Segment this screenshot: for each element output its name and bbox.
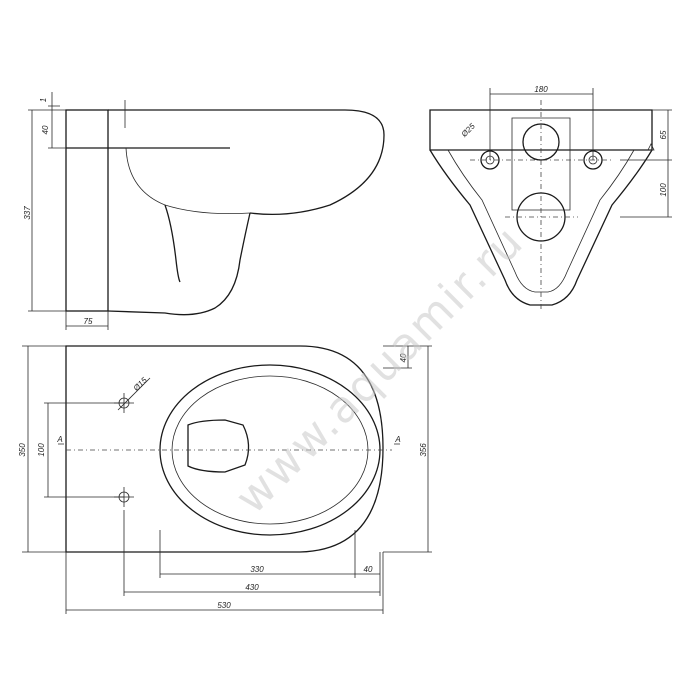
top-view: Ø15 100 350 A A 356 40 330 40 430 530 <box>18 345 432 614</box>
dim-inner-330-line <box>159 530 356 578</box>
dim-inner-330-label: 330 <box>250 565 264 574</box>
dim-inner-40-label: 40 <box>364 565 373 574</box>
dim-430-line <box>123 510 381 596</box>
dim-height-label: 337 <box>23 206 32 220</box>
dim-total-width-line <box>22 345 66 553</box>
back-body-inner <box>447 149 635 293</box>
back-arrow-marker <box>647 143 655 151</box>
dim-height-line <box>28 109 66 312</box>
dim-right-height-line <box>383 345 432 553</box>
dim-rim-label: 40 <box>41 125 50 134</box>
dim-rim-line <box>48 110 66 149</box>
waste-opening <box>187 419 250 473</box>
dim-length-530-label: 530 <box>217 601 231 610</box>
bowl-outer <box>65 345 384 553</box>
dim-length-530-line <box>65 552 384 614</box>
basin-curve <box>125 147 251 215</box>
wall-plate <box>65 109 109 312</box>
dim-bottom-label: 75 <box>84 317 93 326</box>
dim-holes-vertical-line <box>44 402 124 498</box>
dim-right-lines <box>620 109 672 218</box>
trap-right <box>107 212 251 316</box>
dim-top-small-label: 1 <box>39 98 48 102</box>
dim-holes-spacing-line <box>489 88 594 160</box>
bowl-outline <box>108 109 385 216</box>
dim-holes-spacing-label: 180 <box>534 85 548 94</box>
water-inlet <box>522 123 560 161</box>
dim-right-height-label: 356 <box>419 443 428 457</box>
section-marker-right: A <box>394 435 400 444</box>
dim-total-width-label: 350 <box>18 443 27 457</box>
dim-hole-label: Ø15 <box>131 375 149 393</box>
back-inner-frame <box>511 117 571 211</box>
watermark: www.aquamir.ru <box>226 216 534 524</box>
dim-hole-leader <box>117 377 151 411</box>
dim-bottom-line <box>65 311 109 330</box>
dim-top-small-line <box>48 92 60 110</box>
dim-top-right-label: 40 <box>399 353 408 362</box>
dim-hole-dia-label: Ø25 <box>459 121 477 139</box>
section-marker-left: A <box>56 435 62 444</box>
side-view: 337 1 40 75 <box>23 92 385 330</box>
dim-right-lower-label: 100 <box>659 183 668 197</box>
dim-right-upper-label: 65 <box>659 130 668 139</box>
dim-inner-40-line <box>355 552 381 578</box>
trap-left <box>164 204 181 283</box>
back-center-horizontal <box>470 159 612 218</box>
dim-430-label: 430 <box>245 583 259 592</box>
back-view: 180 Ø25 65 100 <box>429 85 672 310</box>
dim-holes-vertical-label: 100 <box>37 443 46 457</box>
dim-top-right-line <box>383 346 412 369</box>
